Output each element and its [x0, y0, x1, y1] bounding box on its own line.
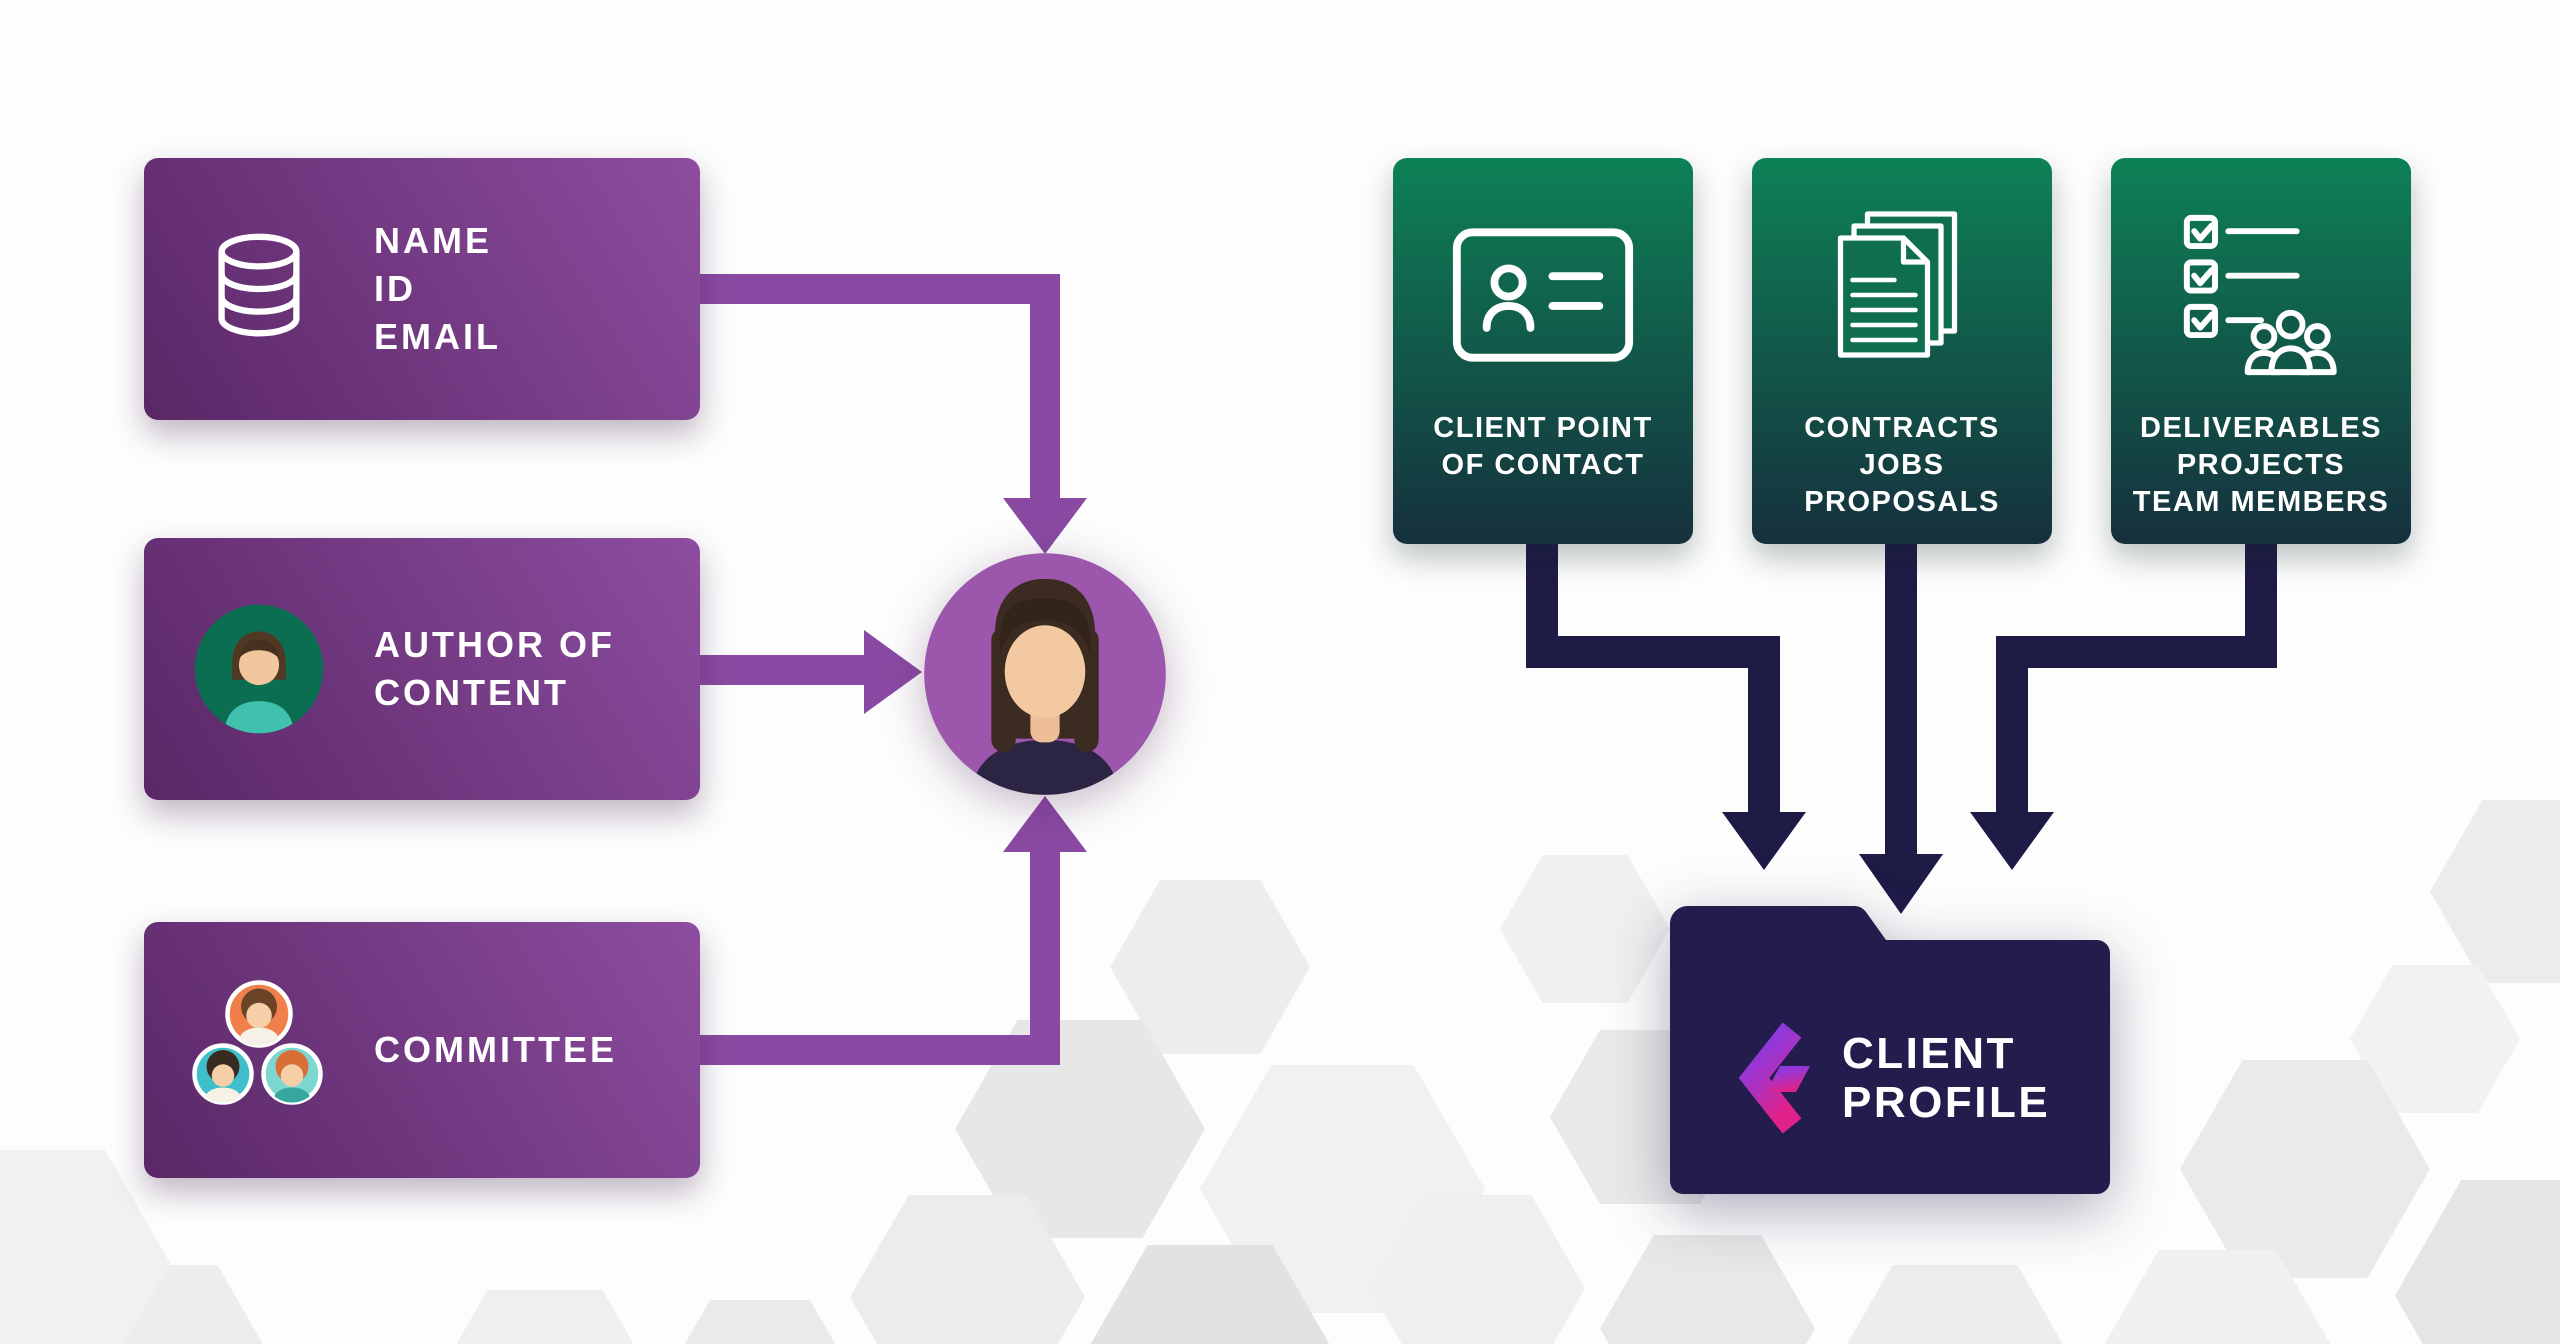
source-box-author-of-content: AUTHOR OF CONTENT [144, 538, 700, 800]
label-line: AUTHOR OF [374, 623, 615, 665]
hexagon-decoration [2180, 1060, 2430, 1278]
source-box-label: COMMITTEE [374, 1026, 700, 1074]
label-line: EMAIL [374, 316, 501, 358]
documents-icon [1818, 202, 1986, 388]
arrow-author-to-person [699, 630, 922, 714]
label-line: CONTENT [374, 672, 569, 713]
label-line: OF CONTACT [1441, 449, 1645, 482]
label-line: ID [374, 267, 416, 309]
info-box-label: CONTRACTS JOBS PROPOSALS [1804, 410, 2000, 521]
label-line: CLIENT POINT [1433, 412, 1653, 444]
hexagon-decoration [1500, 855, 1670, 1003]
database-icon [144, 223, 374, 355]
source-box-label: NAME ID EMAIL [374, 217, 700, 362]
checklist-team-icon [2172, 202, 2350, 388]
arrow-deliverables-to-folder [1970, 540, 2277, 870]
info-box-label: DELIVERABLES PROJECTS TEAM MEMBERS [2133, 410, 2389, 521]
info-box-contracts-jobs-proposals: CONTRACTS JOBS PROPOSALS [1752, 158, 2052, 544]
committee-icon [144, 975, 374, 1125]
author-avatar-icon [144, 602, 374, 736]
label-line: NAME [374, 219, 492, 261]
label-line: TEAM MEMBERS [2132, 486, 2390, 519]
label-line: CONTRACTS [1804, 412, 2000, 444]
arrow-committee-to-person [699, 796, 1087, 1065]
folder-label: CLIENT PROFILE [1842, 1029, 2050, 1128]
label-line: JOBS [1859, 449, 1945, 482]
label-line: CLIENT [1842, 1028, 2016, 1078]
source-box-label: AUTHOR OF CONTENT [374, 621, 700, 717]
id-card-icon [1449, 202, 1637, 388]
label-line: PROFILE [1842, 1078, 2051, 1127]
source-box-committee: COMMITTEE [144, 922, 700, 1178]
label-line: PROJECTS [2176, 449, 2346, 482]
arrow-name-to-person [699, 274, 1087, 554]
source-box-name-id-email: NAME ID EMAIL [144, 158, 700, 420]
person-avatar [923, 552, 1167, 796]
label-line: COMMITTEE [374, 1028, 617, 1070]
client-profile-logo [1738, 1022, 1810, 1134]
info-box-label: CLIENT POINT OF CONTACT [1433, 410, 1652, 484]
label-line: DELIVERABLES [2140, 412, 2382, 444]
client-profile-folder: CLIENT PROFILE [1658, 884, 2123, 1202]
info-box-client-point-of-contact: CLIENT POINT OF CONTACT [1393, 158, 1693, 544]
arrow-contact-to-folder [1526, 540, 1806, 870]
label-line: PROPOSALS [1804, 486, 2000, 519]
arrow-contracts-to-folder [1859, 540, 1943, 914]
info-box-deliverables-projects-team: DELIVERABLES PROJECTS TEAM MEMBERS [2111, 158, 2411, 544]
